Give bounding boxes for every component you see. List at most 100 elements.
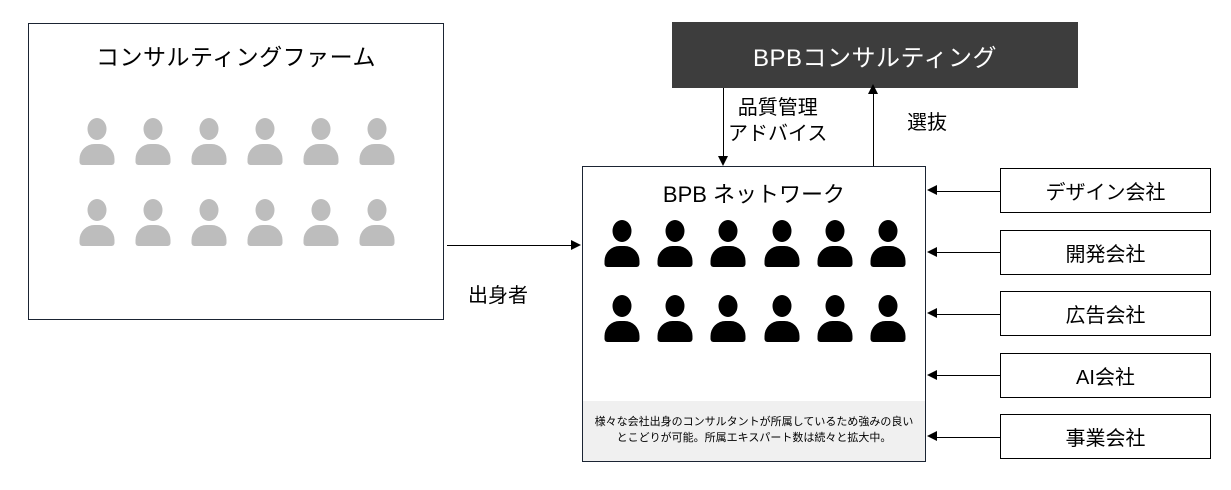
person-head	[199, 118, 219, 140]
person-icon	[79, 199, 115, 246]
company-label: 広告会社	[1065, 305, 1146, 327]
arrow-head-company-to-network-5	[927, 431, 937, 441]
connector-company-to-network-2	[937, 252, 1000, 253]
arrow-head-network-to-consulting	[867, 84, 878, 94]
person-body	[657, 246, 693, 267]
person-head	[772, 220, 792, 242]
person-head	[612, 220, 632, 242]
person-icon	[764, 295, 800, 342]
edge-label-quality-advice: 品質管理 アドバイス	[728, 95, 827, 147]
person-icon	[764, 220, 800, 267]
person-body	[817, 321, 853, 342]
person-head	[878, 220, 898, 242]
person-head	[825, 220, 845, 242]
connector-company-to-network-4	[937, 375, 1000, 376]
company-label: デザイン会社	[1045, 182, 1166, 204]
bpb-network-title: BPB ネットワーク	[662, 182, 846, 207]
person-icon	[135, 199, 171, 246]
person-head	[665, 295, 685, 317]
person-head	[665, 220, 685, 242]
person-head	[143, 118, 163, 140]
person-icon	[604, 295, 640, 342]
bpb-consulting-box: BPBコンサルティング	[672, 22, 1078, 88]
person-body	[359, 225, 395, 246]
person-head	[718, 295, 738, 317]
connector-company-to-network-1	[937, 190, 1000, 192]
person-body	[710, 321, 746, 342]
company-label: 事業会社	[1065, 428, 1146, 450]
arrow-head-company-to-network-1	[927, 185, 937, 195]
bpb-network-box: BPB ネットワーク 様々な会社出身のコンサルタントが所属しているため強みの良い…	[582, 166, 926, 462]
person-icon	[604, 220, 640, 267]
person-head	[367, 118, 387, 140]
person-body	[710, 246, 746, 267]
person-icon	[870, 220, 906, 267]
person-icon	[191, 199, 227, 246]
person-body	[247, 144, 283, 165]
consulting-firm-title: コンサルティングファーム	[96, 44, 376, 70]
person-body	[303, 225, 339, 246]
person-icon	[247, 118, 283, 165]
edge-label-origin: 出身者	[468, 285, 528, 307]
bpb-network-people-grid	[595, 220, 915, 342]
person-icon	[303, 199, 339, 246]
connector-network-to-consulting	[873, 92, 874, 166]
person-body	[79, 225, 115, 246]
person-body	[247, 225, 283, 246]
person-body	[870, 321, 906, 342]
company-box-3[interactable]: 広告会社	[1000, 291, 1211, 336]
person-icon	[817, 220, 853, 267]
company-box-5[interactable]: 事業会社	[1000, 414, 1211, 459]
person-head	[255, 199, 275, 221]
person-head	[367, 199, 387, 221]
person-head	[87, 118, 107, 140]
person-head	[255, 118, 275, 140]
person-icon	[135, 118, 171, 165]
company-box-1[interactable]: デザイン会社	[1000, 168, 1211, 213]
person-head	[143, 199, 163, 221]
person-icon	[247, 199, 283, 246]
person-body	[79, 144, 115, 165]
arrow-head-company-to-network-3	[927, 308, 937, 318]
person-body	[191, 225, 227, 246]
person-icon	[657, 220, 693, 267]
person-body	[303, 144, 339, 165]
person-head	[772, 295, 792, 317]
consulting-firm-people-grid	[69, 118, 405, 246]
connector-consulting-to-network	[723, 88, 724, 158]
person-head	[311, 118, 331, 140]
arrow-head-company-to-network-2	[927, 246, 937, 257]
person-body	[817, 246, 853, 267]
bpb-network-caption-text: 様々な会社出身のコンサルタントが所属しているため強みの良いとこどりが可能。所属エ…	[594, 416, 914, 444]
person-body	[359, 144, 395, 165]
company-box-2[interactable]: 開発会社	[1000, 229, 1211, 275]
person-body	[135, 225, 171, 246]
consulting-firm-box: コンサルティングファーム	[28, 23, 444, 320]
person-body	[657, 321, 693, 342]
person-icon	[79, 118, 115, 165]
person-icon	[657, 295, 693, 342]
person-head	[87, 199, 107, 221]
person-icon	[359, 118, 395, 165]
person-body	[764, 246, 800, 267]
person-body	[191, 144, 227, 165]
person-icon	[191, 118, 227, 165]
arrow-head-company-to-network-4	[927, 369, 937, 380]
company-box-4[interactable]: AI会社	[1000, 352, 1211, 398]
person-icon	[710, 220, 746, 267]
person-body	[870, 246, 906, 267]
person-body	[604, 246, 640, 267]
person-head	[199, 199, 219, 221]
connector-firm-to-network	[447, 245, 572, 246]
edge-label-quality-line1: 品質管理	[737, 97, 818, 119]
person-head	[612, 295, 632, 317]
person-body	[135, 144, 171, 165]
person-head	[825, 295, 845, 317]
person-icon	[817, 295, 853, 342]
arrow-head-firm-to-network	[571, 240, 581, 250]
edge-label-quality-line2: アドバイス	[728, 123, 828, 145]
person-icon	[359, 199, 395, 246]
bpb-network-caption: 様々な会社出身のコンサルタントが所属しているため強みの良いとこどりが可能。所属エ…	[583, 401, 925, 461]
person-icon	[870, 295, 906, 342]
person-icon	[710, 295, 746, 342]
